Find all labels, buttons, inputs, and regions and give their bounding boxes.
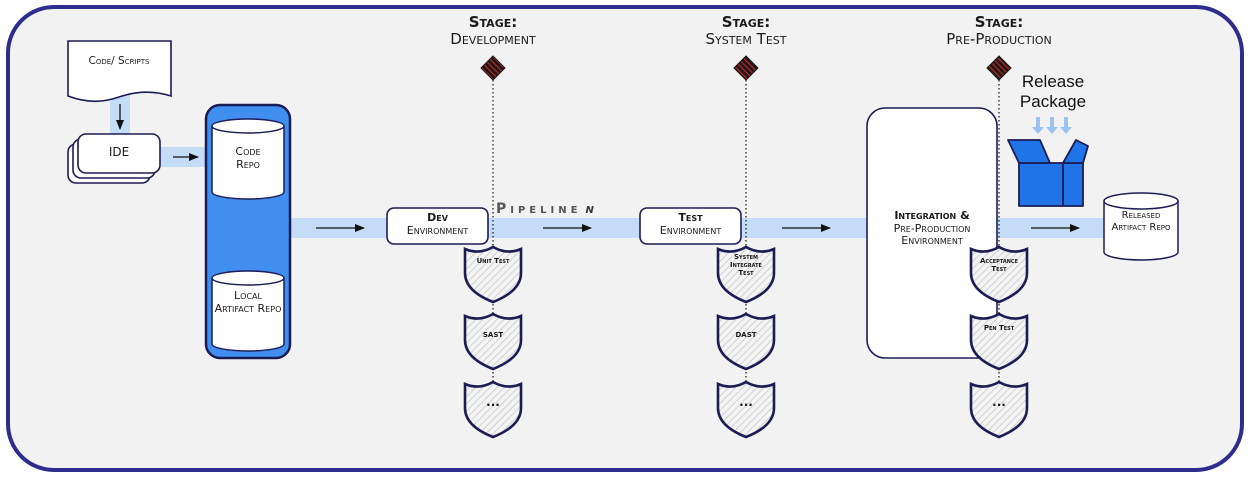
gate-label-system-integrate-test: System Integrate Test (730, 253, 762, 278)
env-title: Integration & (894, 209, 970, 222)
ide-label: IDE (108, 145, 130, 159)
integration-environment-box (866, 107, 998, 359)
code-repo-cylinder (211, 118, 285, 200)
stage-name: Pre-Production (946, 30, 1052, 49)
local-artifact-repo-label: Local Artifact Repo (214, 289, 282, 315)
local-artifact-repo-cylinder (211, 270, 285, 352)
stage-name: System Test (705, 30, 787, 49)
gate-label-sast: SAST (482, 331, 504, 339)
gate-label-acceptance-test: Acceptance Test (980, 257, 1018, 274)
dev-environment-box (386, 207, 489, 245)
gate-label-more: ... (486, 395, 500, 409)
release-package-arrows (1032, 117, 1072, 134)
env-subtitle: Environment (659, 223, 722, 237)
stage-title-system-test: Stage: System Test (671, 13, 821, 49)
ide-stack (67, 133, 161, 184)
test-environment-box (639, 207, 742, 245)
pipeline-text: Pipeline (496, 201, 582, 217)
stage-prefix: Stage: (721, 13, 771, 31)
gate-label-dast: DAST (735, 331, 757, 339)
released-artifact-repo-label: Released Artifact Repo (1111, 210, 1171, 233)
stage-marker-icon (986, 55, 1012, 81)
env-subtitle: Pre-Production Environment (893, 221, 971, 248)
stage-title-development: Stage: Development (418, 13, 568, 49)
pipeline-suffix: n (585, 201, 594, 217)
gate-label-more: ... (992, 395, 1006, 409)
code-repo-label: Code Repo (235, 145, 261, 171)
stage-marker-icon (480, 55, 506, 81)
dev-environment-label: Dev Environment (387, 211, 488, 237)
code-scripts-document (67, 40, 172, 103)
stage-title-pre-production: Stage: Pre-Production (914, 13, 1084, 49)
integration-environment-label: Integration & Pre-Production Environment (874, 209, 990, 248)
env-title: Test (678, 211, 703, 224)
gate-label-pen-test: Pen Test (983, 324, 1015, 332)
test-environment-label: Test Environment (640, 211, 741, 237)
stage-marker-icon (733, 55, 759, 81)
release-package-label: Release Package (1019, 72, 1087, 111)
code-scripts-label: Code/ Scripts (88, 55, 150, 67)
stage-name: Development (450, 30, 536, 49)
env-title: Dev (427, 211, 448, 224)
stage-prefix: Stage: (468, 13, 518, 31)
stage-prefix: Stage: (974, 13, 1024, 31)
release-package-icon (1007, 139, 1089, 207)
gate-label-unit-test: Unit Test (476, 257, 510, 265)
env-subtitle: Environment (406, 223, 469, 237)
released-artifact-repo-cylinder (1103, 192, 1179, 261)
gate-label-more: ... (739, 395, 753, 409)
